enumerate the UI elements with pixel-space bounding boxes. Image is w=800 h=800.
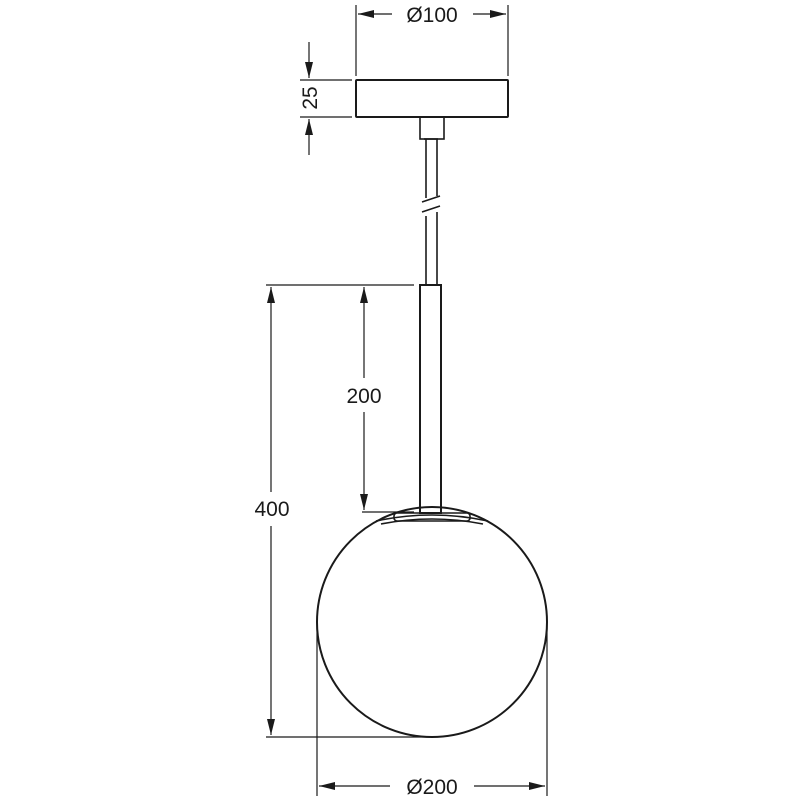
rod-length-label: 200 xyxy=(346,385,381,408)
cable-connector xyxy=(419,116,445,140)
total-drop-dimension: 400 xyxy=(254,287,430,738)
ceiling-canopy xyxy=(355,79,509,118)
globe-diameter-label: Ø200 xyxy=(406,776,457,799)
total-drop-label: 400 xyxy=(254,498,289,521)
canopy-height-label: 25 xyxy=(299,86,322,109)
suspension-cable xyxy=(421,139,441,285)
canopy-diameter-dimension: Ø100 xyxy=(355,4,509,76)
glass-globe xyxy=(316,506,548,738)
globe-diameter-dimension: Ø200 xyxy=(316,622,548,799)
lamp-rod xyxy=(419,284,442,514)
rod-length-dimension: 200 xyxy=(266,284,414,513)
canopy-height-dimension: 25 xyxy=(299,42,352,155)
canopy-diameter-label: Ø100 xyxy=(406,4,457,27)
